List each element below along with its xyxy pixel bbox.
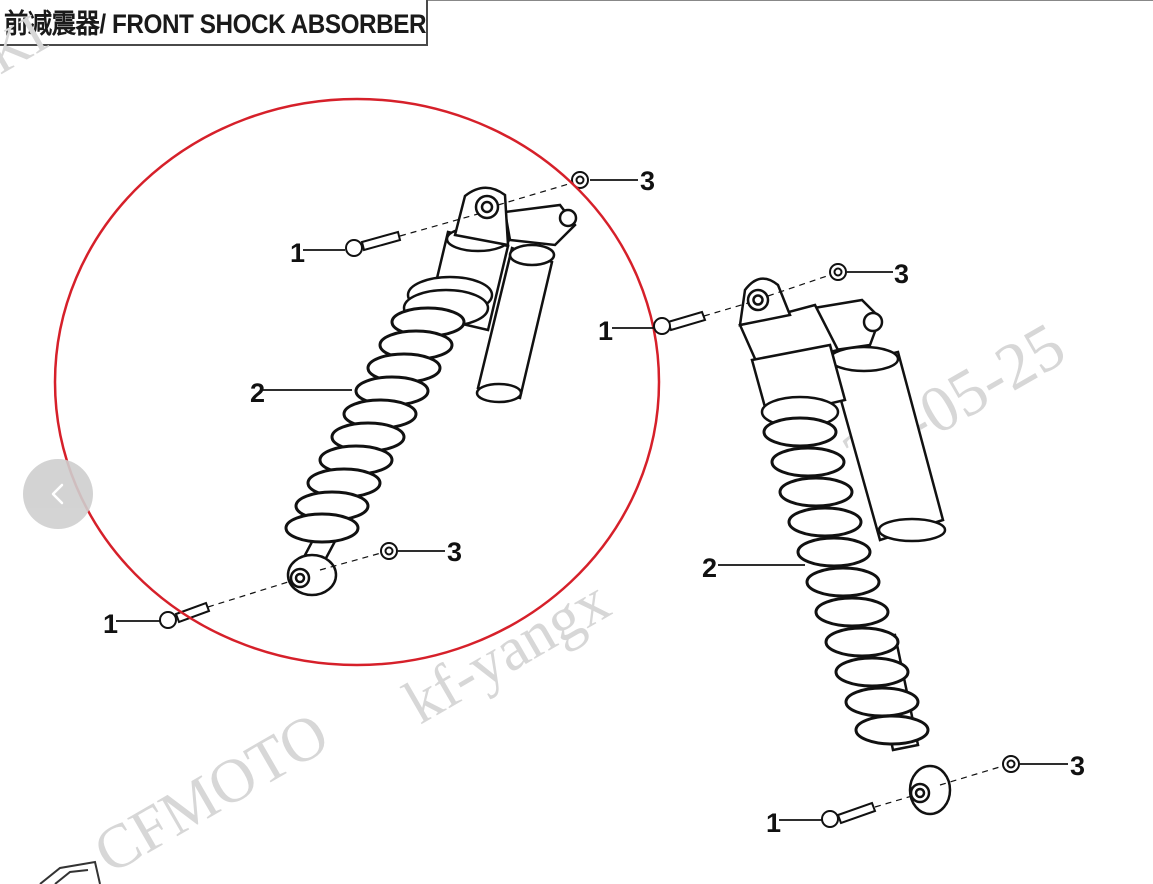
right-bolt-top-head bbox=[653, 317, 671, 335]
left-hardware bbox=[159, 171, 589, 629]
title-box: 前减震器/ FRONT SHOCK ABSORBER bbox=[0, 0, 428, 46]
left-bolt-top-head bbox=[345, 239, 363, 257]
callout-right-nut-bottom: 3 bbox=[1070, 751, 1085, 781]
previous-image-button[interactable] bbox=[23, 459, 93, 529]
right-hardware bbox=[653, 263, 1020, 828]
watermark-user: kf-yangx bbox=[393, 566, 621, 737]
partial-logo-icon bbox=[39, 860, 101, 884]
header-rule bbox=[428, 0, 1153, 1]
callout-right-bolt-top: 1 bbox=[598, 316, 613, 346]
callout-right-absorber: 2 bbox=[702, 553, 717, 583]
callout-left-nut-bottom: 3 bbox=[447, 537, 462, 567]
left-bolt-bottom-head bbox=[159, 611, 177, 629]
callout-left-bolt-top: 1 bbox=[290, 238, 305, 268]
left-bolt-bottom bbox=[174, 601, 211, 624]
watermark-brand-upper: KI bbox=[0, 3, 58, 86]
right-bolt-bottom-head bbox=[821, 810, 839, 828]
callout-left-absorber: 2 bbox=[250, 378, 265, 408]
right-bolt-top bbox=[666, 310, 707, 332]
callout-left-nut-top: 3 bbox=[640, 166, 655, 196]
highlight-ellipse bbox=[53, 97, 661, 667]
left-leaders bbox=[116, 179, 638, 622]
left-bolt-top bbox=[360, 230, 402, 252]
chevron-left-icon bbox=[51, 483, 64, 505]
right-bolt-bottom bbox=[836, 801, 877, 825]
callout-right-nut-top: 3 bbox=[894, 259, 909, 289]
right-shock-absorber bbox=[738, 277, 952, 816]
left-shock-absorber bbox=[284, 186, 578, 597]
callout-right-bolt-bottom: 1 bbox=[766, 808, 781, 838]
page-title: 前减震器/ FRONT SHOCK ABSORBER bbox=[4, 9, 427, 39]
watermark-brand: CFMOTO bbox=[83, 700, 340, 884]
right-leaders bbox=[612, 271, 1068, 821]
callout-left-bolt-bottom: 1 bbox=[103, 609, 118, 639]
